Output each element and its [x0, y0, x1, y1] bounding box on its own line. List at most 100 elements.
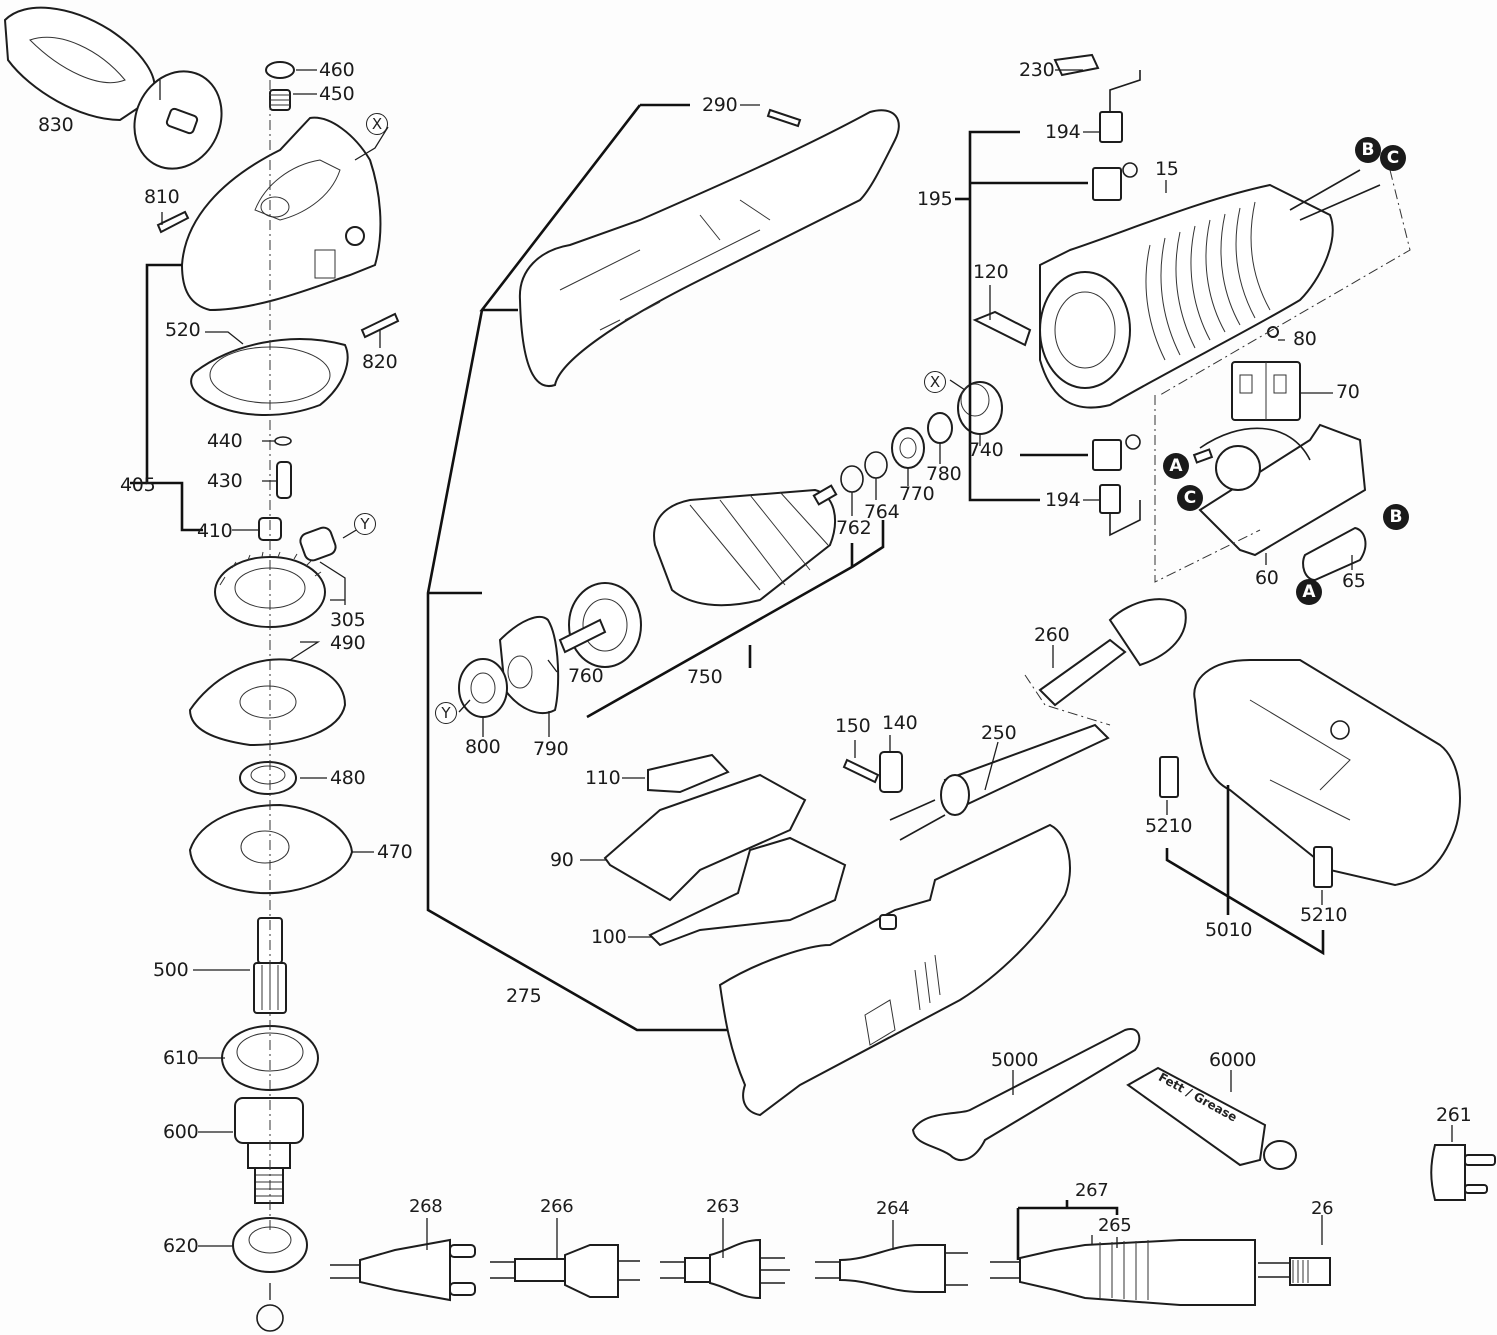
reference-circle — [256, 1304, 284, 1332]
switch-70 — [1231, 361, 1301, 421]
switch-button-110 — [647, 753, 730, 794]
bearing-620 — [232, 1217, 308, 1273]
pin-wrench-5000 — [911, 1028, 1141, 1161]
clamping-nut-600 — [234, 1097, 304, 1204]
part-label: 500 — [153, 959, 189, 981]
part-label: 65 — [1342, 570, 1366, 592]
part-label: 5210 — [1145, 815, 1193, 837]
bearing-780 — [927, 412, 953, 444]
part-label: 6000 — [1209, 1049, 1257, 1071]
plate-490 — [188, 658, 347, 747]
part-label: 610 — [163, 1047, 199, 1069]
connector-marker: C — [1177, 485, 1203, 511]
part-label: 780 — [926, 463, 962, 485]
flange-470 — [188, 803, 354, 895]
part-label: 264 — [876, 1198, 910, 1219]
bracket-267 — [1016, 1200, 1119, 1260]
motor-housing-275 — [718, 823, 1071, 1117]
connector-marker: A — [1163, 453, 1189, 479]
washer-762 — [840, 465, 864, 493]
switch-cover-90 — [603, 773, 807, 902]
carbon-brush-194-top — [1099, 111, 1123, 143]
bracket-275 — [426, 103, 745, 1032]
screw-820 — [360, 312, 400, 339]
carbon-brush-194-bottom — [1099, 484, 1121, 514]
part-label: 790 — [533, 738, 569, 760]
cable-grommet-260 — [1038, 598, 1187, 707]
part-label: 290 — [702, 94, 738, 116]
brush-holder-top — [1092, 167, 1122, 201]
armature-750 — [558, 484, 838, 668]
part-label: 520 — [165, 319, 201, 341]
part-label: 120 — [973, 261, 1009, 283]
part-label: 15 — [1155, 158, 1179, 180]
part-label: 263 — [706, 1196, 740, 1217]
part-label: 194 — [1045, 121, 1081, 143]
plug-263 — [660, 1238, 790, 1300]
part-label: 470 — [377, 841, 413, 863]
part-label: 266 — [540, 1196, 574, 1217]
part-label: 250 — [981, 722, 1017, 744]
electronics-module-60 — [1192, 423, 1367, 557]
part-label: 26 — [1311, 1198, 1334, 1219]
part-label: 760 — [568, 665, 604, 687]
plug-264 — [815, 1244, 968, 1293]
part-label: 5010 — [1205, 919, 1253, 941]
gear-housing-cover — [180, 116, 382, 312]
plug-268 — [330, 1238, 476, 1302]
part-label: 265 — [1098, 1215, 1132, 1236]
part-label: 140 — [882, 712, 918, 734]
cap-460 — [265, 61, 295, 79]
part-label: 830 — [38, 114, 74, 136]
part-label: 60 — [1255, 567, 1279, 589]
part-label: 810 — [144, 186, 180, 208]
screw-810 — [156, 210, 190, 234]
part-label: 490 — [330, 632, 366, 654]
bracket-195 — [968, 130, 1088, 502]
part-label: 5000 — [991, 1049, 1039, 1071]
part-label: 230 — [1019, 59, 1055, 81]
part-label: 100 — [591, 926, 627, 948]
leader-lines — [159, 69, 1453, 1259]
part-label: 305 — [330, 609, 366, 631]
part-label: 620 — [163, 1235, 199, 1257]
grease-tube-6000 — [1126, 1066, 1267, 1167]
part-label: 268 — [409, 1196, 443, 1217]
part-label: 90 — [550, 849, 574, 871]
part-label: 5210 — [1300, 904, 1348, 926]
brush-holder-bottom — [1092, 439, 1122, 471]
part-label: 410 — [197, 520, 233, 542]
clip-120 — [972, 310, 1032, 347]
part-label: 150 — [835, 715, 871, 737]
latch-5210-a — [1159, 756, 1179, 798]
plug-265 — [990, 1239, 1256, 1306]
reference-marker: X — [366, 113, 388, 135]
part-label: 275 — [506, 985, 542, 1007]
cable-clamp-140 — [879, 751, 903, 793]
reference-marker: X — [924, 371, 946, 393]
connector-marker: A — [1296, 579, 1322, 605]
stator-field-15 — [1039, 169, 1381, 409]
part-label: 267 — [1075, 1180, 1109, 1201]
side-handle-830 — [3, 6, 223, 170]
part-label: 261 — [1436, 1104, 1472, 1126]
reference-marker: Y — [354, 513, 376, 535]
part-label: 820 — [362, 351, 398, 373]
seal-480 — [239, 761, 297, 795]
part-label: 440 — [207, 430, 243, 452]
part-label: 800 — [465, 736, 501, 758]
part-label: 405 — [120, 474, 156, 496]
housing-half-290 — [518, 108, 900, 387]
bearing-770 — [891, 427, 925, 469]
part-label: 480 — [330, 767, 366, 789]
ring-764 — [864, 451, 888, 479]
part-label: 430 — [207, 470, 243, 492]
bevel-gear-set-305 — [214, 526, 337, 628]
switch-slider-100 — [648, 836, 847, 947]
part-label: 260 — [1034, 624, 1070, 646]
part-label: 770 — [899, 483, 935, 505]
part-label: 600 — [163, 1121, 199, 1143]
brush-cover-230 — [1053, 53, 1100, 77]
gasket-520 — [190, 338, 349, 416]
